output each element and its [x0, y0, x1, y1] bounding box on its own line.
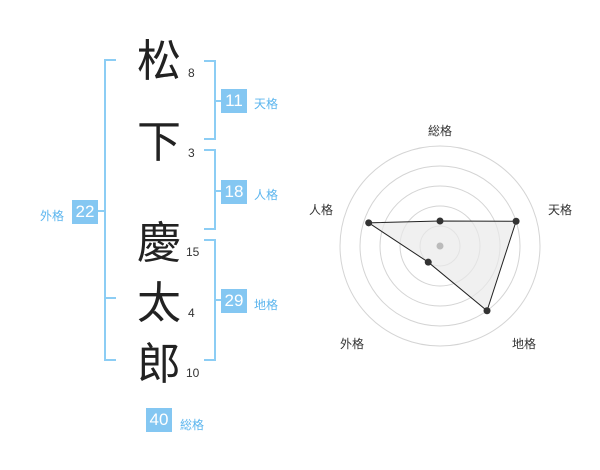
- tenkaku-connector: [214, 100, 222, 102]
- radar-point-chi: [483, 307, 491, 315]
- radar-label-chikaku: 地格: [512, 337, 537, 351]
- radar-polygon: [367, 220, 517, 312]
- jinkaku-connector: [214, 190, 222, 192]
- radar-point-gai: [424, 258, 432, 266]
- radar-point-ten: [512, 217, 520, 225]
- radar-point-jin: [365, 219, 373, 227]
- tenkaku-value: 11: [221, 89, 247, 113]
- radar-point-sou: [436, 217, 444, 225]
- gaikaku-bracket-inner-tick: [104, 297, 116, 299]
- name-char-2: 下: [137, 117, 181, 168]
- name-char-4: 太: [137, 278, 181, 329]
- radar-label-soukaku: 総格: [428, 124, 453, 138]
- gaikaku-value: 22: [72, 200, 98, 224]
- jinkaku-bracket: [204, 149, 216, 230]
- jinkaku-label: 人格: [254, 188, 279, 202]
- name-char-5: 郎: [137, 339, 181, 390]
- name-char-3: 慶: [137, 218, 181, 269]
- stroke-count-5: 10: [186, 366, 200, 380]
- chikaku-label: 地格: [254, 298, 279, 312]
- chikaku-value: 29: [221, 289, 247, 313]
- soukaku-label: 総格: [180, 418, 205, 432]
- stroke-count-2: 3: [188, 146, 195, 160]
- name-char-1: 松: [137, 36, 181, 87]
- stroke-count-4: 4: [188, 306, 195, 320]
- radar-label-gaikaku: 外格: [340, 337, 365, 351]
- gaikaku-connector: [98, 210, 106, 212]
- stroke-count-3: 15: [186, 245, 200, 259]
- stroke-count-1: 8: [188, 66, 195, 80]
- chikaku-connector: [214, 299, 222, 301]
- radar-label-tenkaku: 天格: [548, 203, 573, 217]
- radar-ring-5: [339, 145, 541, 347]
- gaikaku-label: 外格: [40, 209, 65, 223]
- radar-ring-4: [359, 165, 521, 327]
- tenkaku-label: 天格: [254, 97, 279, 111]
- jinkaku-value: 18: [221, 180, 247, 204]
- radar-center-point: [436, 242, 444, 250]
- soukaku-value: 40: [146, 408, 172, 432]
- radar-label-jinkaku: 人格: [309, 203, 334, 217]
